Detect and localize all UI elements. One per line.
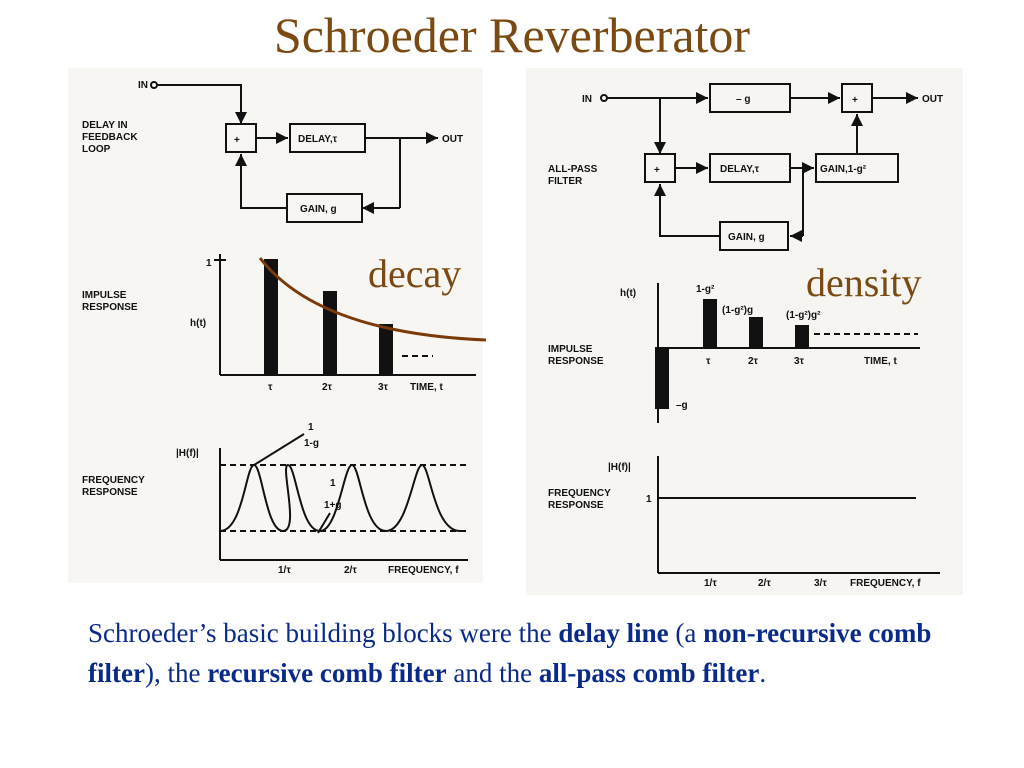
- right-impulse-bar-1: [703, 299, 717, 349]
- right-neg-value: –g: [676, 400, 688, 411]
- caption-part-2: (a: [668, 618, 704, 648]
- right-plus-sign: +: [654, 165, 660, 176]
- right-section-label-2: FILTER: [548, 176, 583, 187]
- right-delay-label: DELAY,τ: [720, 164, 760, 175]
- right-tick-time: TIME, t: [864, 356, 897, 367]
- left-delay-label: DELAY,τ: [298, 134, 338, 145]
- right-block-diagram: [600, 83, 918, 251]
- left-Hf-label: |H(f)|: [176, 448, 199, 459]
- left-ht-label: h(t): [190, 318, 206, 329]
- left-plus-sign: +: [234, 135, 240, 146]
- left-impulse-one: 1: [206, 258, 212, 269]
- left-ftick-1: 1/τ: [278, 565, 291, 576]
- left-tick-time: TIME, t: [410, 382, 443, 393]
- caption-bold-nonrecursive: non-recursive comb filter: [88, 618, 932, 688]
- right-gain-1g2-label: GAIN,1-g²: [820, 164, 867, 175]
- diagram-figure: IN + DELAY,τ OUT GAIN, g DELAY IN FEEDBA…: [68, 68, 963, 595]
- caption-part-5: .: [759, 658, 767, 688]
- left-impulse-label-2: RESPONSE: [82, 302, 138, 313]
- left-tick-3tau: 3τ: [378, 382, 389, 393]
- right-freq-label-1: FREQUENCY: [548, 488, 611, 499]
- left-impulse-bar-1: [264, 259, 278, 376]
- left-impulse-bar-2: [323, 291, 337, 376]
- left-max-den: 1-g: [304, 438, 319, 449]
- right-out-plus: +: [852, 95, 858, 106]
- right-in-label: IN: [582, 94, 592, 105]
- right-gain-label: GAIN, g: [728, 232, 765, 243]
- right-impulse-label-1: IMPULSE: [548, 344, 593, 355]
- caption-bold-recursive: recursive comb filter: [207, 658, 447, 688]
- left-freq-label-2: RESPONSE: [82, 487, 138, 498]
- left-ftick-2: 2/τ: [344, 565, 357, 576]
- right-ht-label: h(t): [620, 288, 636, 299]
- right-ftick-2: 2/τ: [758, 578, 771, 589]
- left-in-label: IN: [138, 80, 148, 91]
- right-impulse-bar-2: [749, 317, 763, 349]
- right-tick-tau: τ: [706, 356, 711, 367]
- caption-part-1: Schroeder’s basic building blocks were t…: [88, 618, 559, 648]
- right-frequency-plot: [657, 456, 940, 574]
- left-min-num: 1: [330, 478, 336, 489]
- left-impulse-plot: [214, 254, 476, 376]
- right-tick-3tau: 3τ: [794, 356, 805, 367]
- right-freq-one: 1: [646, 494, 652, 505]
- slide-title: Schroeder Reverberator: [273, 7, 751, 63]
- left-section-label-1: DELAY IN: [82, 120, 128, 131]
- left-tick-tau: τ: [268, 382, 273, 393]
- caption-bold-allpass: all-pass comb filter: [538, 658, 760, 688]
- left-freq-label-1: FREQUENCY: [82, 475, 145, 486]
- left-tick-2tau: 2τ: [322, 382, 333, 393]
- right-value-2: (1-g²)g: [722, 305, 753, 316]
- left-block-diagram: IN: [138, 80, 438, 223]
- right-ftick-1: 1/τ: [704, 578, 717, 589]
- left-frequency-plot: [219, 433, 468, 561]
- caption-bold-delay-line: delay line: [558, 618, 669, 648]
- right-value-3: (1-g²)g²: [786, 310, 821, 321]
- left-max-num: 1: [308, 422, 314, 433]
- right-neg-g-label: – g: [736, 94, 750, 105]
- caption-part-3: ), the: [144, 658, 208, 688]
- left-impulse-label-1: IMPULSE: [82, 290, 127, 301]
- right-ftick-3: 3/τ: [814, 578, 827, 589]
- right-impulse-label-2: RESPONSE: [548, 356, 604, 367]
- right-scan-panel: [526, 68, 963, 595]
- right-ftick-freq: FREQUENCY, f: [850, 578, 921, 589]
- caption-text: Schroeder’s basic building blocks were t…: [88, 613, 948, 693]
- right-Hf-label: |H(f)|: [608, 462, 631, 473]
- left-impulse-bar-3: [379, 324, 393, 376]
- right-impulse-bar-3: [795, 325, 809, 349]
- right-freq-label-2: RESPONSE: [548, 500, 604, 511]
- left-gain-label: GAIN, g: [300, 204, 337, 215]
- decay-curve: [258, 257, 487, 342]
- caption-part-4: and the: [446, 658, 539, 688]
- left-section-label-3: LOOP: [82, 144, 111, 155]
- left-min-den: 1+g: [324, 500, 342, 511]
- left-ftick-freq: FREQUENCY, f: [388, 565, 459, 576]
- right-out-label: OUT: [922, 94, 943, 105]
- right-section-label-1: ALL-PASS: [548, 164, 598, 175]
- right-tick-2tau: 2τ: [748, 356, 759, 367]
- right-impulse-bar-neg: [655, 347, 669, 409]
- decay-label: decay: [368, 251, 461, 296]
- left-section-label-2: FEEDBACK: [82, 132, 138, 143]
- left-out-label: OUT: [442, 134, 463, 145]
- right-impulse-plot: [655, 283, 920, 423]
- right-value-1: 1-g²: [696, 284, 715, 295]
- density-label: density: [806, 260, 922, 305]
